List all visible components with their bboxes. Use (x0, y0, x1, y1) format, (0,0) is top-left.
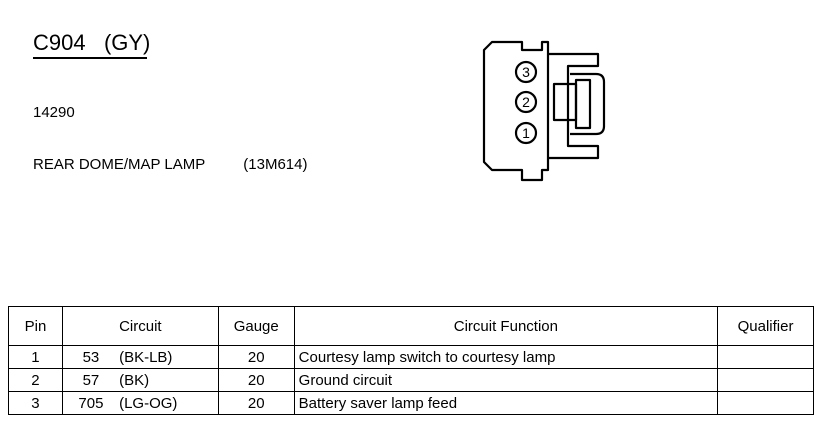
header-circuit: Circuit (61, 306, 219, 346)
table-row: 2 57 (BK) 20 Ground circuit (8, 368, 814, 392)
cell-circuit: 57 (BK) (61, 368, 219, 392)
circuit-color: (BK) (119, 371, 150, 389)
pin-label-1: 1 (522, 125, 530, 141)
header-qualifier: Qualifier (717, 306, 814, 346)
header-gauge: Gauge (217, 306, 295, 346)
header-pin: Pin (8, 306, 63, 346)
cell-pin: 2 (8, 368, 63, 392)
pin-circle-3 (514, 60, 538, 84)
table-row: 3 705 (LG-OG) 20 Battery saver lamp feed (8, 391, 814, 415)
cell-circuit: 705 (LG-OG) (61, 391, 219, 415)
connector-color: (GY) (103, 30, 151, 55)
component-code: (13M614) (243, 156, 308, 173)
connector-title: C904 (GY) (33, 30, 151, 59)
latch-upper (548, 52, 600, 160)
description-text: REAR DOME/MAP LAMP (33, 156, 206, 173)
circuit-color: (BK-LB) (119, 348, 173, 366)
pin-circle-2 (514, 90, 538, 114)
pin-label-3: 3 (522, 64, 530, 80)
cell-qualifier (717, 368, 814, 392)
cell-pin: 1 (8, 345, 63, 369)
table-row: 1 53 (BK-LB) 20 Courtesy lamp switch to … (8, 345, 814, 369)
table-header-row: Pin Circuit Gauge Circuit Function Quali… (8, 306, 814, 346)
connector-face-diagram: 3 2 1 (482, 40, 606, 182)
pin-label-2: 2 (522, 94, 530, 110)
pin-circle-1 (514, 121, 538, 145)
connector-description: REAR DOME/MAP LAMP (13M614) (33, 156, 307, 173)
circuit-number: 705 (78, 394, 104, 412)
cell-function: Battery saver lamp feed (293, 391, 719, 415)
cell-function: Ground circuit (293, 368, 719, 392)
connector-housing (482, 40, 550, 182)
header-function: Circuit Function (293, 306, 719, 346)
cell-circuit: 53 (BK-LB) (61, 345, 219, 369)
latch-tab (552, 82, 578, 122)
latch-notch (574, 78, 592, 130)
cell-gauge: 20 (217, 368, 295, 392)
pin-table: Pin Circuit Gauge Circuit Function Quali… (8, 306, 814, 415)
latch-body (570, 72, 606, 136)
connector-id: C904 (33, 30, 86, 55)
cell-qualifier (717, 345, 814, 369)
circuit-color: (LG-OG) (119, 394, 178, 412)
cell-function: Courtesy lamp switch to courtesy lamp (293, 345, 719, 369)
cell-gauge: 20 (217, 345, 295, 369)
cell-pin: 3 (8, 391, 63, 415)
circuit-number: 53 (82, 348, 100, 366)
cell-gauge: 20 (217, 391, 295, 415)
part-number: 14290 (33, 104, 75, 121)
circuit-number: 57 (82, 371, 100, 389)
cell-qualifier (717, 391, 814, 415)
